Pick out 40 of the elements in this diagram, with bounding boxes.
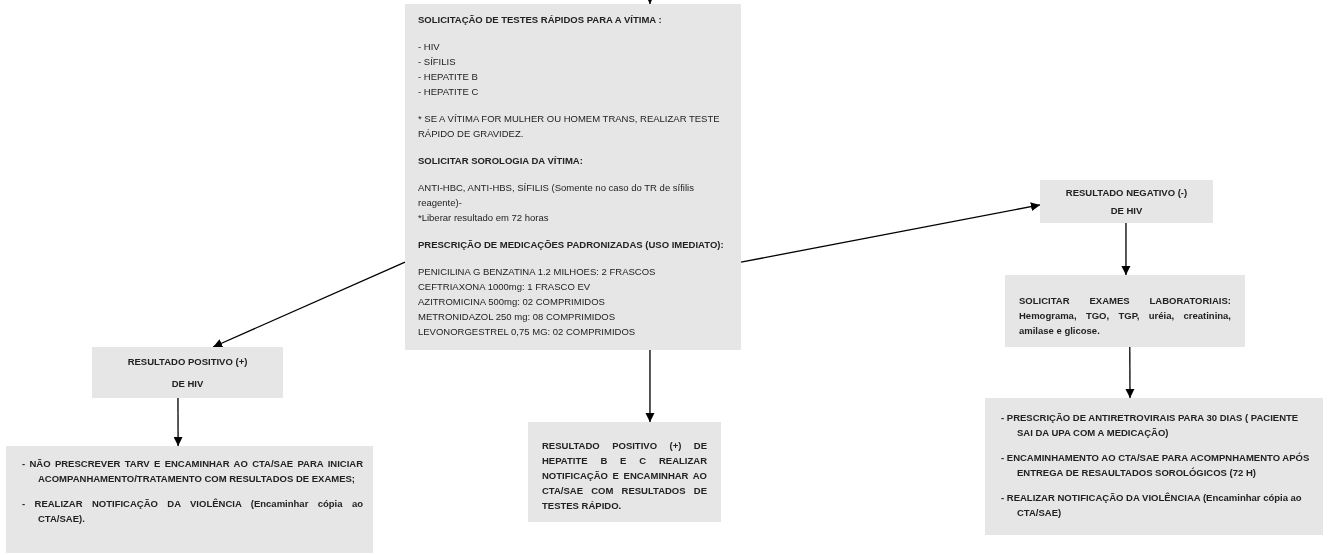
result-label: RESULTADO POSITIVO (+) [127,355,248,369]
process-box [6,446,373,553]
list-line: - HIV [418,40,441,54]
instruction-panel [405,4,741,350]
list-line: METRONIDAZOL 250 mg: 08 COMPRIMIDOS [418,310,617,324]
bullet-item: - REALIZAR NOTIFICAÇÃO DA VIOLÊNCIA (Encaminhar cópia ao CTA/SAE). [21,497,363,526]
process-box [985,398,1323,535]
bullet-item: - PRESCRIÇÃO DE ANTIRETROVIRAIS PARA 30 DIAS ( PACIENTE SAI DA UPA COM A MEDICAÇÃO) [1000,411,1300,440]
process-box [92,347,283,398]
result-label: DE HIV [171,376,204,390]
section-heading: PRESCRIÇÃO DE MEDICAÇÕES PADRONIZADAS (USO IMEDIATO): [418,238,725,252]
arrow [645,349,655,423]
bullet-item: - ENCAMINHAMENTO AO CTA/SAE PARA ACOMPNHAMENTO APÓS ENTREGA DE RESAULTADOS SOROLÓGICOS (72 H) [1000,451,1311,480]
list-line: - HEPATITE B [418,70,479,84]
bullet-item: - REALIZAR NOTIFICAÇÃO DA VIOLÊNCIAA (Encaminhar cópia ao CTA/SAE) [1000,491,1303,520]
arrow [1121,222,1131,276]
section-heading: SOLICITAÇÃO DE TESTES RÁPIDOS PARA A VÍTIMA : [418,13,663,27]
list-line: CEFTRIAXONA 1000mg: 1 FRASCO EV [418,280,592,294]
list-line: AZITROMICINA 500mg: 02 COMPRIMIDOS [418,295,606,309]
list-line: PENICILINA G BENZATINA 1.2 MILHOES: 2 FRASCOS [418,265,657,279]
arrow [1125,346,1135,399]
process-box [1005,275,1245,347]
result-label: RESULTADO NEGATIVO (-) [1065,186,1188,200]
result-label: DE HIV [1110,203,1143,217]
list-line: *Liberar resultado em 72 horas [418,211,550,225]
list-line: ANTI-HBC, ANTI-HBS, SÍFILIS (Somente no caso do TR de sífilis reagente)- [418,181,695,210]
process-box [528,422,721,522]
bullet-item: - NÃO PRESCREVER TARV E ENCAMINHAR AO CTA/SAE PARA INICIAR ACOMPANHAMENTO/TRATAMENTO COM RESULTADOS DE EXAMES; [21,457,363,486]
section-heading: SOLICITAR SOROLOGIA DA VÍTIMA: [418,154,584,168]
list-line: - SÍFILIS [418,55,457,69]
arrow [173,397,183,447]
list-line: * SE A VÍTIMA FOR MULHER OU HOMEM TRANS, REALIZAR TESTE RÁPIDO DE GRAVIDEZ. [418,112,721,141]
list-line: LEVONORGESTREL 0,75 MG: 02 COMPRIMIDOS [418,325,637,339]
instruction-text: SOLICITAR EXAMES LABORATORIAIS: Hemograma, TGO, TGP, uréia, creatinina, amilase e glicose. [1019,294,1231,338]
arrow [645,0,655,5]
arrow [740,202,1041,263]
list-line: - HEPATITE C [418,85,480,99]
process-box [1040,180,1213,223]
instruction-text: RESULTADO POSITIVO (+) DE HEPATITE B E C REALIZAR NOTIFICAÇÃO E ENCAMINHAR AO CTA/SAE COM RESULTADOS DE TESTES RÁPIDO. [542,439,707,513]
arrow [212,261,406,348]
